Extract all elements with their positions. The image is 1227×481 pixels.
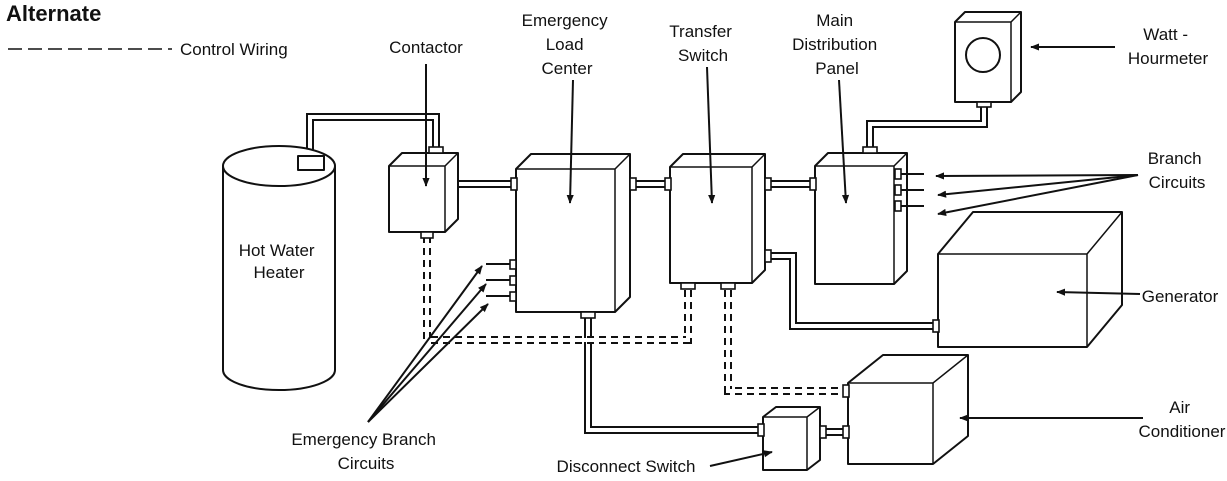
contactor-label: Contactor	[389, 38, 463, 57]
arrow-emergency-branch-1	[367, 265, 483, 423]
main-distribution-panel-box	[809, 146, 924, 285]
control-wiring	[423, 236, 846, 395]
generator-label: Generator	[1142, 287, 1219, 306]
air-conditioner-box	[842, 354, 969, 465]
arrow-emergency-branch-3	[367, 303, 489, 423]
arrow-branch-circuit-1	[935, 172, 1139, 180]
hot-water-heater-label: Hot Water Heater	[239, 241, 320, 282]
arrow-emergency-load-center	[566, 79, 574, 204]
contactor-box	[388, 146, 459, 239]
arrow-emergency-branch-2	[367, 283, 487, 423]
emergency-load-center-label: Emergency Load Center	[522, 11, 613, 78]
emergency-branch-circuits-label: Emergency Branch Circuits	[291, 430, 440, 473]
arrow-branch-circuit-2	[937, 174, 1139, 198]
arrow-transfer-switch	[706, 66, 716, 204]
arrow-branch-circuit-3	[937, 174, 1139, 216]
disconnect-switch-label: Disconnect Switch	[557, 457, 696, 476]
control-wiring-legend-label: Control Wiring	[180, 40, 288, 59]
watt-hourmeter-label: Watt - Hourmeter	[1128, 25, 1209, 68]
disconnect-switch-box	[757, 406, 827, 471]
transfer-switch-label: Transfer Switch	[669, 22, 736, 65]
diagram-title: Alternate	[6, 1, 101, 26]
power-conduits	[306, 104, 988, 436]
arrow-main-distribution-panel	[838, 79, 850, 204]
transfer-switch-box	[664, 153, 772, 290]
branch-circuits-label: Branch Circuits	[1148, 149, 1207, 192]
main-distribution-panel-label: Main Distribution Panel	[792, 11, 882, 78]
generator-box	[932, 211, 1123, 348]
arrow-generator	[1056, 288, 1141, 296]
watt-hourmeter-box	[954, 11, 1022, 108]
emergency-load-center-box	[486, 153, 637, 319]
pointer-arrows	[367, 43, 1143, 467]
arrow-disconnect-switch	[709, 450, 773, 467]
air-conditioner-label: Air Conditioner	[1139, 398, 1226, 441]
hot-water-heater	[222, 145, 336, 391]
